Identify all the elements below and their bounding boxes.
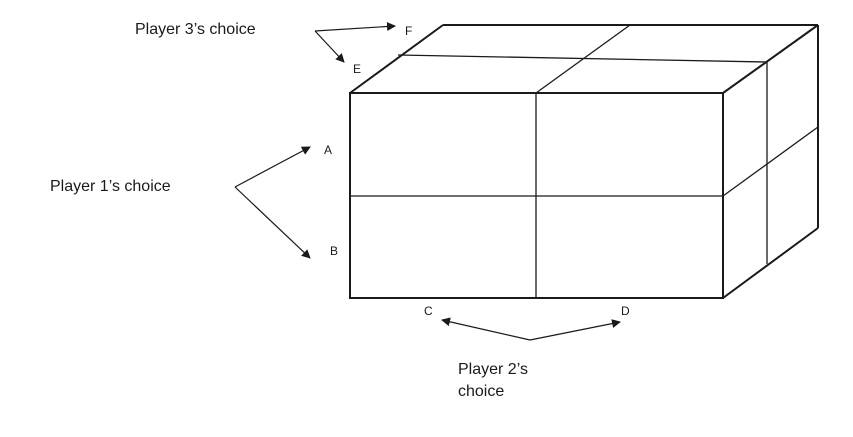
player1-arrow-to-B [234,186,311,259]
player3-arrow-to-F [314,22,396,32]
right-bottom-edge [722,227,819,299]
player2-arrow-to-C [441,317,531,341]
top-column-divider [535,24,631,94]
cube [349,24,819,299]
top-left-edge [349,24,444,94]
player3-label: Player 3’s choice [135,21,256,38]
right-row-divider [722,126,819,197]
option-label-A: A [324,143,333,157]
option-label-B: B [330,244,339,258]
choice-arrows [234,22,621,341]
option-label-E: E [353,62,362,76]
player3-arrow-to-E [314,30,345,63]
top-depth-divider [397,54,768,63]
player2-label-line1: Player 2’s [458,361,528,378]
player2-arrow-to-D [529,319,621,341]
player1-arrow-to-A [234,146,311,188]
player1-label: Player 1’s choice [50,178,171,195]
option-label-C: C [424,304,433,318]
option-label-F: F [405,24,413,38]
player2-label-line2: choice [458,383,505,400]
option-label-D: D [621,304,630,318]
player2-label: Player 2’s choice [458,359,528,403]
top-right-edge [722,24,819,94]
